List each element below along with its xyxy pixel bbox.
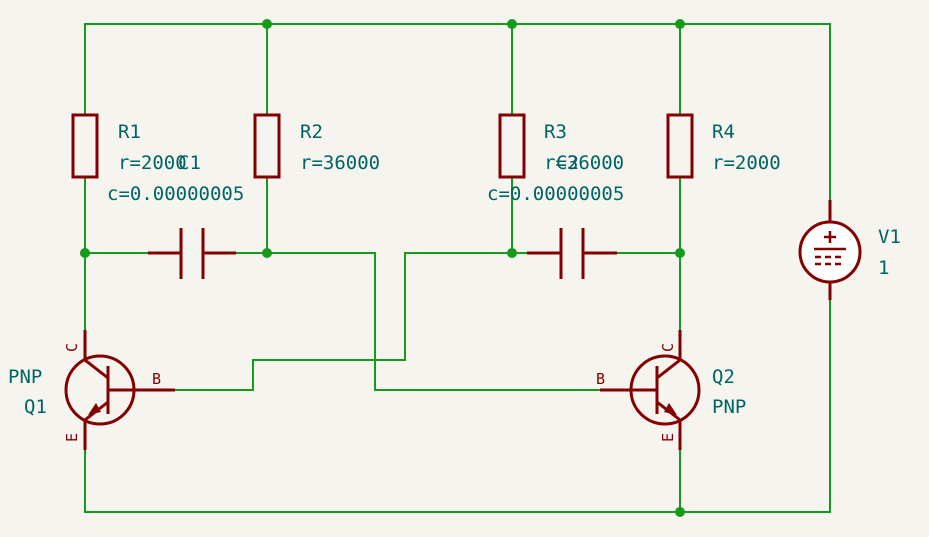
junction-dot xyxy=(675,507,685,517)
q1-value: PNP xyxy=(8,366,42,388)
junction-dot xyxy=(262,248,272,258)
v1-value: 1 xyxy=(878,257,889,279)
wire-r3-to-q1-base[interactable] xyxy=(174,252,406,391)
capacitor-c2[interactable]: C2 c=0.00000005 xyxy=(487,152,624,279)
r4-ref: R4 xyxy=(712,121,735,143)
v1-ref: V1 xyxy=(878,226,901,248)
q1-pin-e: E xyxy=(63,433,81,442)
voltage-source-v1[interactable]: V1 1 xyxy=(798,200,901,300)
capacitor-c1[interactable]: C1 c=0.00000005 xyxy=(107,152,244,279)
wires xyxy=(84,23,831,513)
junction-dot xyxy=(507,19,517,29)
junction-dot xyxy=(675,248,685,258)
resistor-r2[interactable]: R2 r=36000 xyxy=(253,113,380,179)
junction-dot xyxy=(262,19,272,29)
resistor-r4[interactable]: R4 r=2000 xyxy=(666,113,781,179)
q1-pin-b: B xyxy=(152,370,161,388)
c2-value: c=0.00000005 xyxy=(487,183,624,205)
q2-value: PNP xyxy=(712,396,746,418)
q2-pin-c: C xyxy=(659,343,677,352)
q2-pin-b: B xyxy=(596,370,605,388)
r1-value: r=2000 xyxy=(118,152,187,174)
c1-ref: C1 xyxy=(178,152,201,174)
c2-ref: C2 xyxy=(556,152,579,174)
r3-value: r=36000 xyxy=(544,152,624,174)
q1-ref: Q1 xyxy=(24,396,47,418)
wire-r2-to-q2-base[interactable] xyxy=(374,252,601,391)
transistor-q1[interactable]: B C E PNP Q1 xyxy=(8,330,175,450)
resistor-r1[interactable]: R1 r=2000 xyxy=(71,113,187,179)
junction-dot xyxy=(80,248,90,258)
q2-pin-e: E xyxy=(659,433,677,442)
r3-ref: R3 xyxy=(544,121,567,143)
junction-dot xyxy=(507,248,517,258)
junction-dot xyxy=(675,19,685,29)
c1-value: c=0.00000005 xyxy=(107,183,244,205)
r2-value: r=36000 xyxy=(300,152,380,174)
transistor-q2[interactable]: B C E Q2 PNP xyxy=(596,330,746,450)
resistor-r3[interactable]: R3 r=36000 xyxy=(498,113,624,179)
r4-value: r=2000 xyxy=(712,152,781,174)
q1-pin-c: C xyxy=(63,343,81,352)
r1-ref: R1 xyxy=(118,121,141,143)
junctions xyxy=(80,19,685,517)
q2-ref: Q2 xyxy=(712,366,735,388)
r2-ref: R2 xyxy=(300,121,323,143)
